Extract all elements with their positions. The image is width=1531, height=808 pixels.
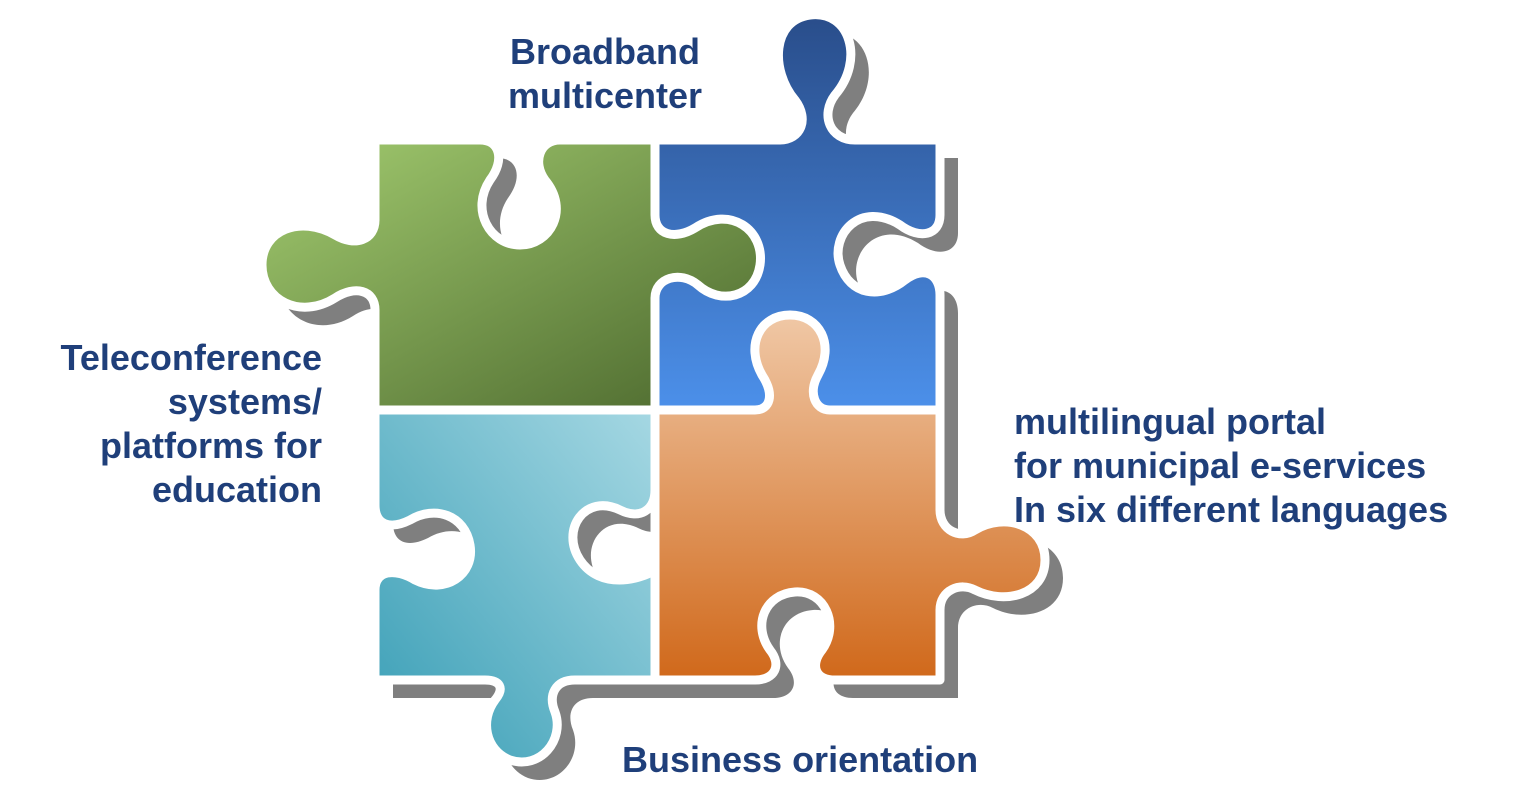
label-line: Business orientation — [622, 739, 979, 780]
label-line: platforms for — [99, 425, 322, 466]
teal-piece — [370, 405, 660, 767]
label-business-orientation: Business orientation — [622, 738, 978, 782]
label-broadband-multicenter: Broadband multicenter — [460, 30, 750, 118]
puzzle-pieces — [257, 10, 1050, 767]
label-line: In six different languages — [1014, 489, 1449, 530]
label-line: systems/ — [167, 381, 322, 422]
label-line: multicenter — [507, 75, 703, 116]
label-line: for municipal e-services — [1014, 445, 1427, 486]
label-line: Broadband — [509, 31, 700, 72]
green-piece — [257, 135, 765, 415]
label-line: education — [151, 469, 322, 510]
label-multilingual-portal: multilingual portal for municipal e-serv… — [1014, 400, 1448, 532]
label-teleconference-systems: Teleconference systems/ platforms for ed… — [0, 336, 322, 512]
label-line: Teleconference — [60, 337, 322, 378]
orange-piece — [650, 310, 1050, 685]
blue-piece — [650, 10, 945, 415]
label-line: multilingual portal — [1014, 401, 1326, 442]
